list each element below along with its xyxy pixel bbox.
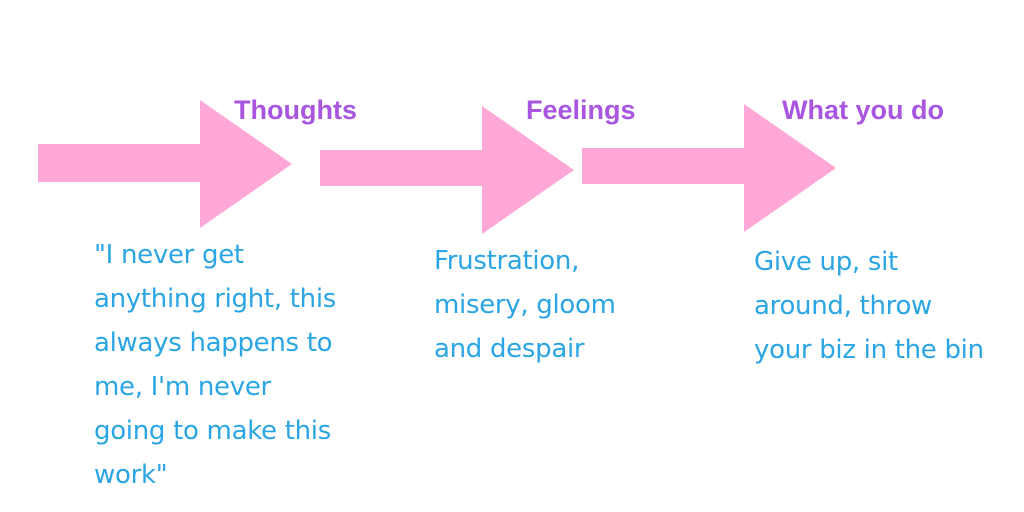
- description-line: and despair: [434, 334, 585, 364]
- description-line: work": [94, 460, 168, 490]
- stage-heading-thoughts: Thoughts: [234, 95, 357, 125]
- description-line: always happens to: [94, 328, 333, 358]
- arrow-1-icon: [38, 100, 292, 228]
- description-line: me, I'm never: [94, 372, 271, 402]
- description-line: "I never get: [94, 240, 244, 270]
- arrow-3-icon: [582, 104, 836, 232]
- description-line: anything right, this: [94, 284, 337, 314]
- stage-description-what-you-do: Give up, sit around, throw your biz in t…: [754, 240, 984, 372]
- stage-heading-what-you-do: What you do: [782, 95, 944, 125]
- description-line: your biz in the bin: [754, 335, 984, 365]
- description-line: Frustration,: [434, 246, 580, 276]
- arrow-2-icon: [320, 106, 574, 234]
- description-line: going to make this: [94, 416, 331, 446]
- description-line: misery, gloom: [434, 290, 616, 320]
- description-line: Give up, sit: [754, 247, 898, 277]
- stage-description-thoughts: "I never get anything right, this always…: [94, 233, 336, 497]
- stage-description-feelings: Frustration, misery, gloom and despair: [434, 239, 616, 371]
- stage-heading-feelings: Feelings: [526, 95, 636, 125]
- description-line: around, throw: [754, 291, 933, 321]
